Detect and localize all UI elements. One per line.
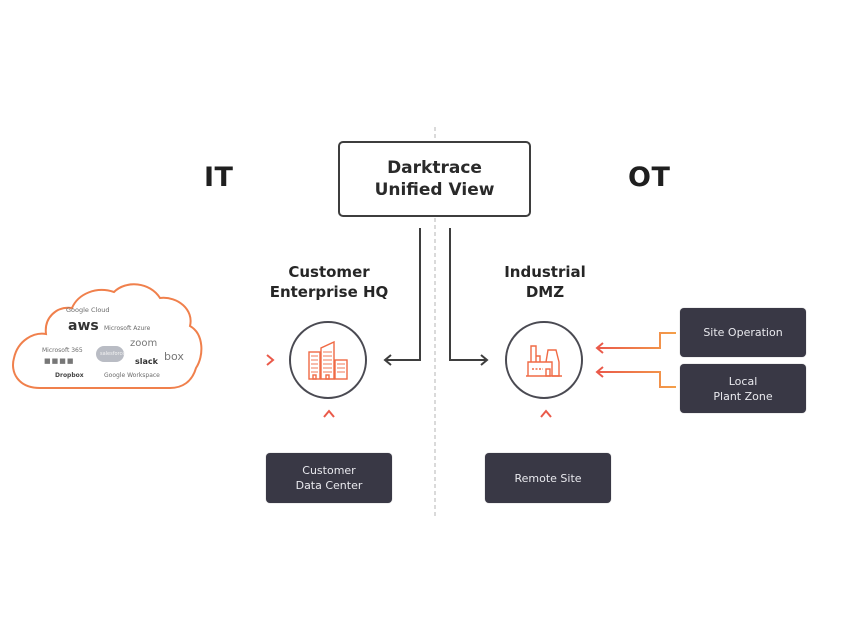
service-microsoft-azure: Microsoft Azure	[104, 325, 151, 332]
remote-to-dmz-arrowhead	[540, 409, 552, 418]
salesforce-logo-icon	[96, 346, 124, 362]
unified-to-hq-connector	[386, 228, 421, 361]
local-plant-zone-box[interactable]: Local Plant Zone	[680, 364, 806, 413]
service-google-cloud: Google Cloud	[66, 306, 110, 314]
office-buildings-icon	[308, 340, 348, 380]
it-zone-label: IT	[204, 162, 234, 193]
customer-data-center-box[interactable]: Customer Data Center	[266, 453, 392, 503]
cloud-icon	[12, 283, 203, 389]
service-box: box	[164, 350, 184, 363]
siteop-to-dmz-connector	[598, 332, 676, 349]
m365-apps-icons: ■■■■	[44, 357, 75, 365]
factory-icon	[526, 345, 562, 377]
hq-node[interactable]	[289, 321, 367, 399]
service-microsoft-365: Microsoft 365	[42, 347, 83, 354]
darktrace-unified-view-box[interactable]: Darktrace Unified View	[338, 141, 531, 217]
unified-to-hq-arrowhead	[383, 354, 392, 366]
dmz-title: Industrial DMZ	[504, 263, 586, 301]
service-slack: slack	[135, 357, 158, 366]
site-operation-box[interactable]: Site Operation	[680, 308, 806, 357]
plant-to-dmz-connector	[598, 371, 676, 388]
service-dropbox: Dropbox	[55, 372, 84, 379]
unified-to-dmz-connector	[449, 228, 486, 361]
cloud-to-hq-arrowhead	[266, 354, 275, 366]
service-aws: aws	[68, 318, 99, 334]
hq-title: Customer Enterprise HQ	[269, 263, 389, 301]
service-google-workspace: Google Workspace	[104, 372, 160, 379]
ot-zone-label: OT	[628, 162, 671, 193]
plant-to-dmz-arrowhead	[595, 366, 604, 378]
service-zoom: zoom	[130, 338, 158, 349]
service-salesforce: salesforce	[100, 351, 126, 357]
remote-site-box[interactable]: Remote Site	[485, 453, 611, 503]
siteop-to-dmz-arrowhead	[595, 342, 604, 354]
unified-to-dmz-arrowhead	[480, 354, 489, 366]
datacenter-to-hq-arrowhead	[323, 409, 335, 418]
dmz-node[interactable]	[505, 321, 583, 399]
